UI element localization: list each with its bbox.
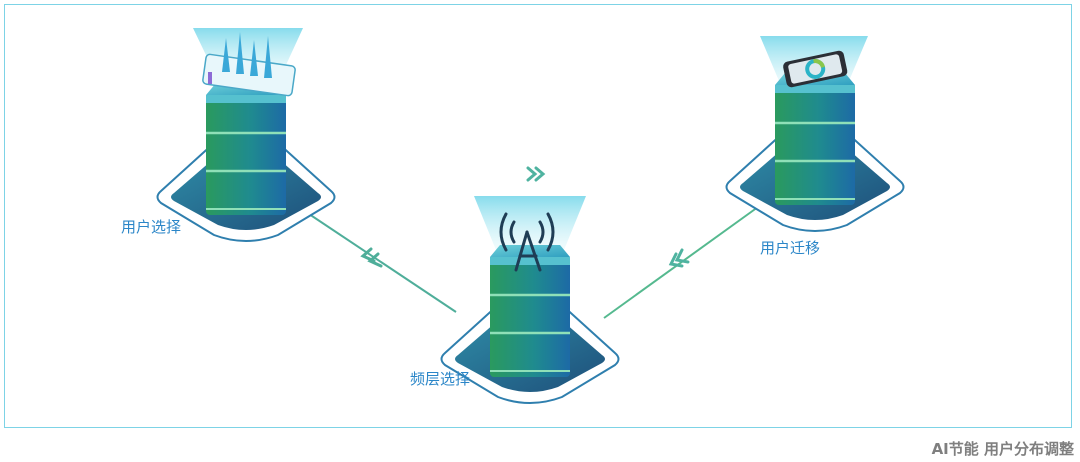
chevron-right-icon xyxy=(526,166,546,182)
edge-frequency-layer-to-user-select xyxy=(299,207,457,313)
figure-caption: AI节能 用户分布调整 xyxy=(931,440,1074,458)
node-user-migrate xyxy=(725,36,905,233)
node-label-frequency-layer-select: 频层选择 xyxy=(410,370,471,388)
node-user-select xyxy=(156,28,336,243)
signal-tower-icon xyxy=(499,212,555,272)
node-frequency-layer-select xyxy=(440,196,620,405)
node-label-user-select: 用户选择 xyxy=(121,218,182,236)
smartphone-icon xyxy=(783,50,848,88)
chevron-up-left-icon xyxy=(360,247,383,268)
diagram-frame xyxy=(4,4,1072,428)
node-label-user-migrate: 用户迁移 xyxy=(760,239,821,257)
edge-user-migrate-to-frequency-layer xyxy=(603,206,759,319)
bar-chart-tablet-icon xyxy=(202,32,296,97)
chevron-down-left-icon xyxy=(668,248,690,268)
